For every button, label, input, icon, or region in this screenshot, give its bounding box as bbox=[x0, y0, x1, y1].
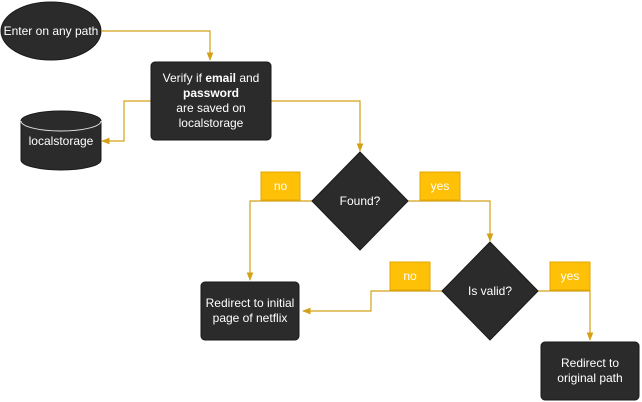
verify-node bbox=[150, 61, 272, 141]
tag-found-yes bbox=[419, 171, 461, 201]
edge-valid-yes bbox=[538, 290, 594, 341]
found-label: Found? bbox=[339, 193, 381, 208]
tag-found-no bbox=[260, 171, 301, 201]
verify-line-3: are saved on localstorage bbox=[176, 101, 246, 130]
edge-verify-to-storage bbox=[101, 100, 151, 145]
storage-node bbox=[20, 110, 102, 171]
valid-yes-text: yes bbox=[560, 269, 580, 283]
edge-valid-no bbox=[302, 290, 442, 315]
redirect-original-label: Redirect to original path bbox=[557, 356, 623, 385]
is-valid-label: Is valid? bbox=[467, 283, 513, 298]
edge-verify-to-found bbox=[271, 100, 364, 152]
verify-line-1: Verify if email and bbox=[162, 71, 260, 85]
storage-node-label: localstorage bbox=[28, 133, 94, 148]
start-node-label: Enter on any path bbox=[3, 23, 99, 38]
redirect-initial-label: Redirect to initial page of netflix bbox=[205, 296, 295, 325]
found-decision bbox=[311, 151, 409, 251]
redirect-original-node bbox=[540, 341, 640, 401]
edge-start-to-verify bbox=[102, 30, 214, 61]
tag-valid-yes bbox=[549, 261, 591, 291]
verify-node-label: Verify if email and password are saved o… bbox=[151, 64, 271, 138]
edge-found-yes bbox=[408, 200, 494, 242]
redirect-initial-node bbox=[200, 281, 300, 341]
tag-valid-no bbox=[389, 261, 431, 291]
found-no-text: no bbox=[273, 179, 288, 193]
found-yes-text: yes bbox=[430, 179, 450, 193]
is-valid-decision bbox=[441, 241, 539, 341]
valid-no-text: no bbox=[403, 269, 417, 283]
edge-found-no bbox=[246, 200, 312, 281]
start-node bbox=[0, 1, 102, 61]
verify-line-2: password bbox=[182, 86, 239, 100]
